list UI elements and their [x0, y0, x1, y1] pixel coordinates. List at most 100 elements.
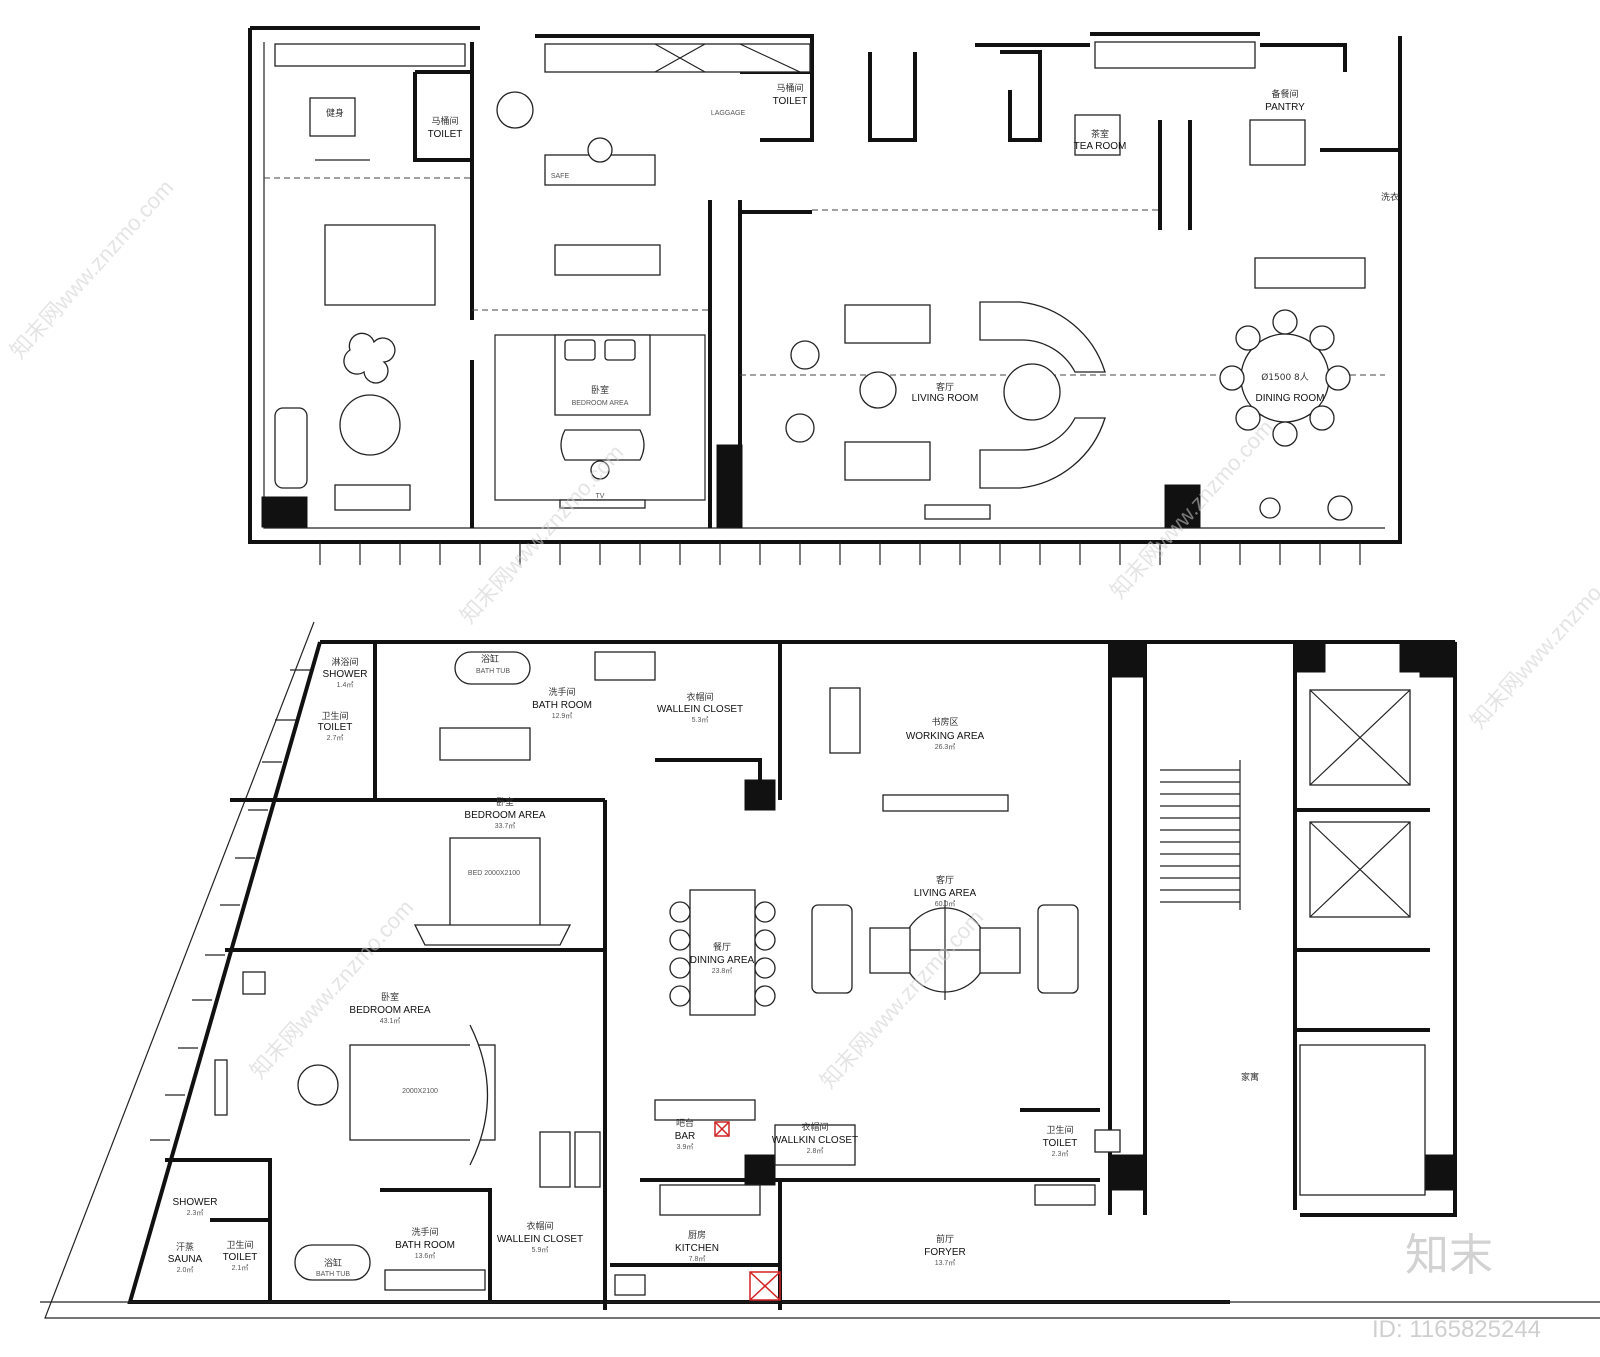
living-lower-area: 60.0㎡ [935, 900, 956, 908]
toilet-e-label-cn: 卫生间 [226, 1239, 253, 1251]
closet-a-label: WALLEIN CLOSET [657, 704, 743, 715]
living-lower-label-cn: 客厅 [936, 874, 954, 886]
toilet-a-label-cn: 马桶间 [431, 115, 458, 127]
sauna-label: SAUNA [168, 1254, 203, 1265]
working-label: WORKING AREA [906, 731, 985, 742]
dining-lower-label-cn: 餐厅 [713, 941, 731, 953]
upper-exterior-wall [248, 28, 1402, 544]
sauna-label-cn: 汗蒸 [176, 1241, 194, 1253]
dining-lower-label: DINING AREA [690, 955, 755, 966]
tv-label: TV [596, 493, 605, 500]
closet-b-label-cn: 衣帽间 [801, 1121, 828, 1133]
bedroom-a-label: BEDROOM AREA [464, 810, 545, 821]
brand-watermark: 知末 [1405, 1230, 1493, 1281]
closet-c-label-cn: 衣帽间 [526, 1220, 553, 1232]
bath-b-area: 13.6㎡ [415, 1252, 436, 1260]
closet-a-area: 5.3㎡ [692, 716, 709, 724]
bathtub-b-label-cn: 浴缸 [324, 1257, 342, 1269]
shower-a-label-cn: 淋浴间 [331, 656, 358, 668]
watermark-text: 知末网www.znzmo.com [1465, 545, 1600, 733]
upper-wardrobe-strip [274, 41, 1256, 73]
kitchen-label-cn: 厨房 [688, 1229, 706, 1241]
shower-b-label: SHOWER [173, 1197, 218, 1208]
bar-label-cn: 吧台 [676, 1117, 694, 1129]
gym-label-cn: 健身 [326, 107, 344, 119]
shower-b-area: 2.3㎡ [187, 1209, 204, 1217]
toilet-d-label-cn: 卫生间 [1046, 1124, 1073, 1136]
living-lower-label: LIVING AREA [914, 888, 977, 899]
bed-b-size: 2000X2100 [402, 1088, 438, 1095]
dining-room-label: DINING ROOM [1256, 393, 1325, 404]
closet-b-area: 2.8㎡ [807, 1147, 824, 1155]
room-labels: 健身 马桶间 TOILET 马桶间 TOILET SAFE LAGGAGE 卧室… [168, 82, 1399, 1278]
working-label-cn: 书房区 [931, 716, 958, 728]
watermark-text: 知末网www.znzmo.com [455, 440, 628, 628]
foyer-label: FORYER [924, 1247, 966, 1258]
lobby-label-cn: 家寓 [1241, 1071, 1259, 1083]
lower-window-mullions [150, 669, 310, 1141]
closet-a-label-cn: 衣帽间 [686, 691, 713, 703]
master-bedroom-upper [496, 91, 661, 509]
bathtub-a-label: BATH TUB [476, 668, 510, 675]
bedroom-b-label-cn: 卧室 [381, 991, 399, 1003]
sauna-area: 2.0㎡ [177, 1266, 194, 1274]
bar-label: BAR [675, 1131, 696, 1142]
shower-a-label: SHOWER [323, 669, 368, 680]
working-area: 26.3㎡ [935, 743, 956, 751]
bedroom-upper-label: BEDROOM AREA [572, 400, 629, 407]
toilet-e-label: TOILET [223, 1252, 258, 1263]
living-room-label-cn: 客厅 [936, 381, 954, 393]
bed-a-size: BED 2000X2100 [468, 870, 520, 877]
toilet-e-area: 2.1㎡ [232, 1264, 249, 1272]
shower-a-area: 1.4㎡ [337, 681, 354, 689]
luggage-label: LAGGAGE [711, 110, 746, 117]
kitchen-label: KITCHEN [675, 1243, 719, 1254]
dining-table-size: Ø1500 8人 [1261, 372, 1309, 383]
bedroom-b-label: BEDROOM AREA [349, 1005, 430, 1016]
pantry-label-cn: 备餐间 [1271, 88, 1298, 100]
dining-lower-area: 23.8㎡ [712, 967, 733, 975]
toilet-b-label: TOILET [773, 96, 808, 107]
upper-window-mullions [319, 542, 1361, 565]
kitchen-area: 7.8㎡ [689, 1255, 706, 1263]
wash-label-cn: 洗衣 [1381, 191, 1399, 203]
closet-b-label: WALLKIN CLOSET [772, 1135, 858, 1146]
lower-furniture [214, 651, 1121, 1301]
toilet-c-label: TOILET [318, 722, 353, 733]
lower-north-wall [320, 640, 1457, 1217]
foyer-area: 13.7㎡ [935, 1259, 956, 1267]
tea-room-label-cn: 茶室 [1091, 128, 1109, 140]
bath-b-label-cn: 洗手间 [411, 1226, 438, 1238]
toilet-c-area: 2.7㎡ [327, 734, 344, 742]
watermark-text: 知末网www.znzmo.com [1105, 415, 1278, 603]
bedroom-b-area: 43.1㎡ [380, 1017, 401, 1025]
bath-a-label-cn: 洗手间 [548, 686, 575, 698]
bath-a-label: BATH ROOM [532, 700, 592, 711]
toilet-a-label: TOILET [428, 129, 463, 140]
lower-floor-plan [40, 621, 1600, 1319]
toilet-c-label-cn: 卫生间 [321, 710, 348, 722]
bathtub-b-label: BATH TUB [316, 1271, 350, 1278]
lower-interior-walls [165, 641, 1456, 1310]
upper-north-wall [250, 26, 1347, 72]
safe-label: SAFE [551, 173, 570, 180]
living-room-label: LIVING ROOM [912, 393, 979, 404]
bar-area: 3.9㎡ [677, 1143, 694, 1151]
image-id-label: ID: 1165825244 [1372, 1316, 1541, 1343]
toilet-d-area: 2.3㎡ [1052, 1150, 1069, 1158]
closet-c-label: WALLEIN CLOSET [497, 1234, 583, 1245]
elevators-stairs [1160, 689, 1426, 1196]
closet-c-area: 5.9㎡ [532, 1246, 549, 1254]
bath-b-label: BATH ROOM [395, 1240, 455, 1251]
watermark-text: 知末网www.znzmo.com [5, 175, 178, 363]
gym-zone [261, 97, 436, 528]
bedroom-a-area: 33.7㎡ [495, 822, 516, 830]
upper-floor-plan [248, 26, 1402, 565]
bath-a-area: 12.9㎡ [552, 712, 573, 720]
toilet-d-label: TOILET [1043, 1138, 1078, 1149]
bathtub-a-label-cn: 浴缸 [481, 653, 499, 665]
living-dining-upper [716, 114, 1366, 528]
toilet-b-label-cn: 马桶间 [776, 82, 803, 94]
pantry-label: PANTRY [1265, 102, 1305, 113]
